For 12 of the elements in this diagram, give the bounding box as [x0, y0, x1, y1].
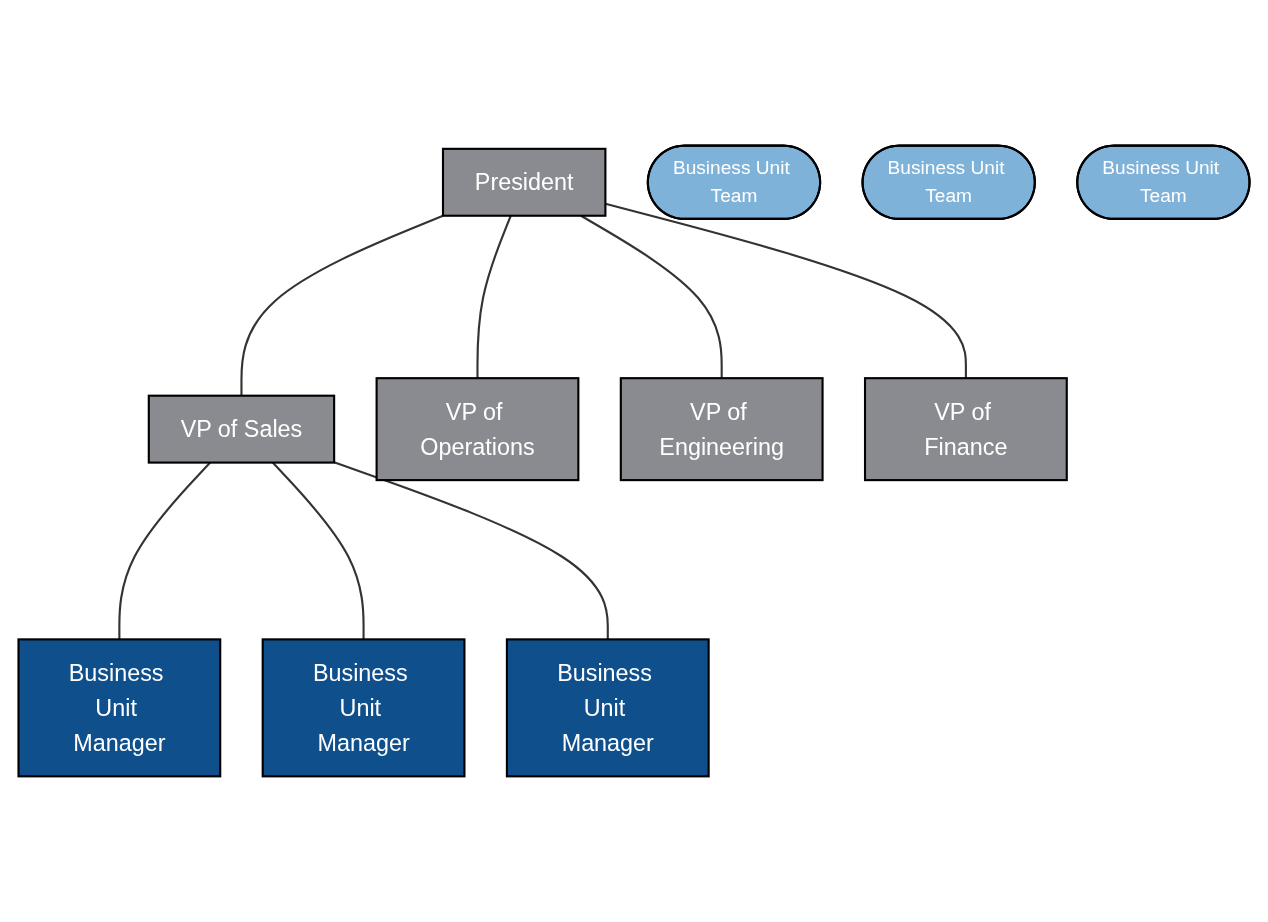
connector	[605, 202, 967, 379]
connector	[333, 461, 609, 640]
node-box: VP of Engineering	[619, 377, 824, 482]
node-box: Business Unit Manager	[505, 638, 710, 778]
node-box: Business Unit Manager	[261, 638, 466, 778]
node-box: VP of Finance	[863, 377, 1068, 482]
node-box: Business Unit Manager	[17, 638, 222, 778]
node-box: VP of Sales	[147, 394, 336, 464]
connector	[476, 215, 512, 379]
node-box: President	[441, 147, 607, 217]
node-box: VP of Operations	[375, 377, 580, 482]
connector	[240, 214, 444, 396]
